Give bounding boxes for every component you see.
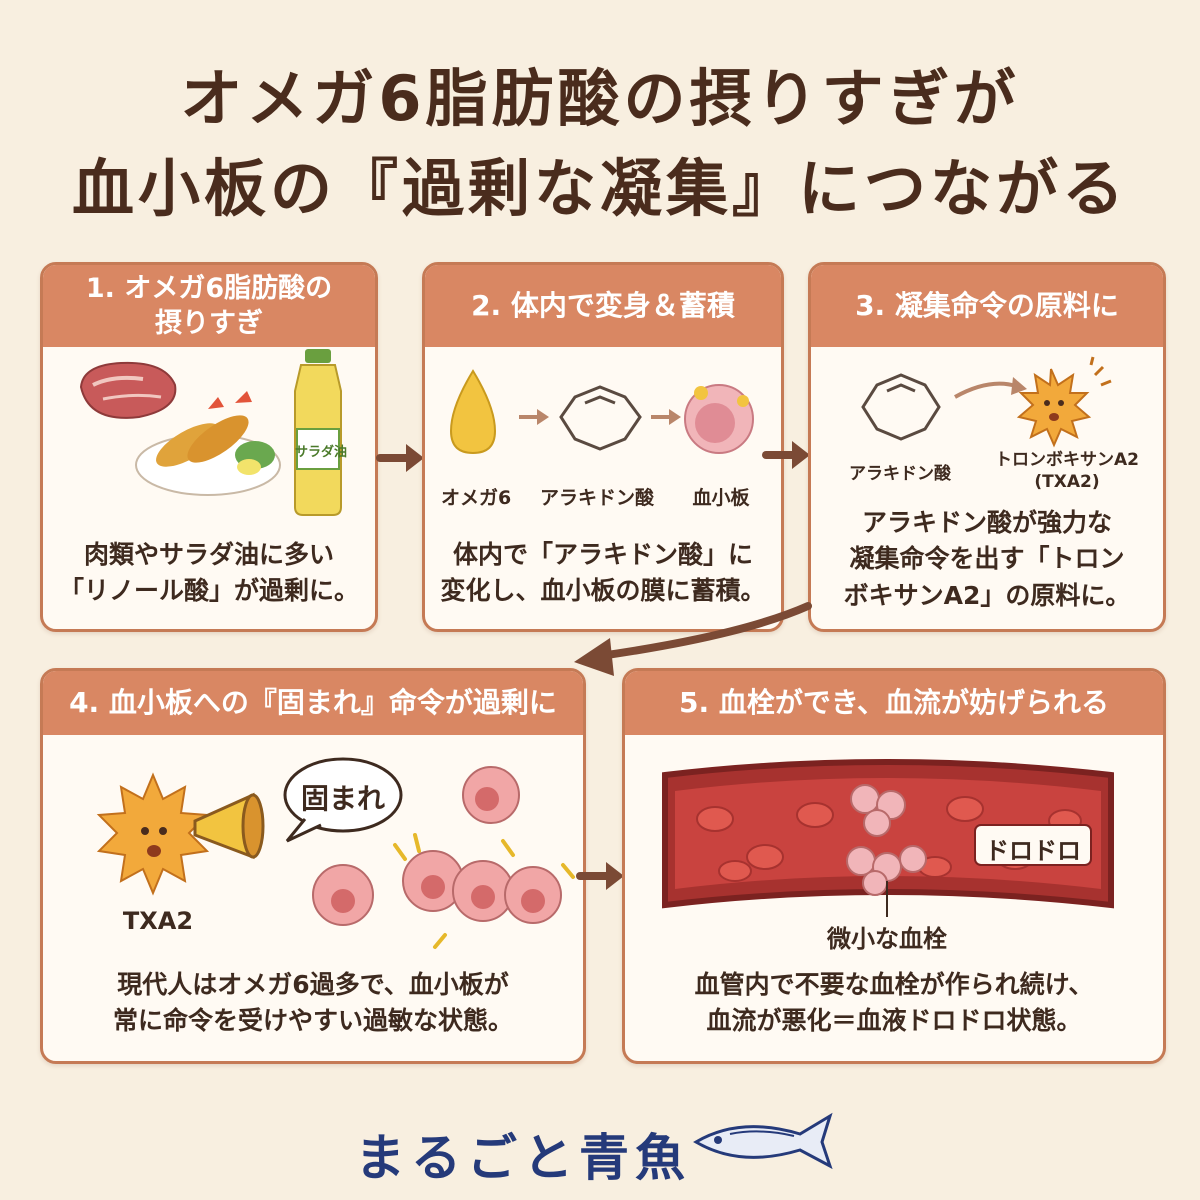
conversion-illustration — [449, 369, 754, 455]
label-platelet: 血小板 — [692, 487, 750, 509]
label-micro-clot: 微小な血栓 — [827, 925, 947, 953]
brand-logo: まるごと青魚 — [355, 1128, 691, 1187]
step-4-heading: 4. 血小板への『固まれ』命令が過剰に — [43, 671, 583, 735]
step-card-1: 1. オメガ6脂肪酸の 摂りすぎ — [40, 262, 378, 632]
label-arachidonic-acid: アラキドン酸 — [849, 464, 951, 484]
step-2-heading: 2. 体内で変身＆蓄積 — [425, 265, 781, 347]
step-1-heading: 1. オメガ6脂肪酸の 摂りすぎ — [43, 265, 375, 347]
step-card-5: 5. 血栓ができ、血流が妨げられる — [622, 668, 1166, 1064]
step-card-3: 3. 凝集命令の原料に アラキドン酸 トロンボキサンA2 (TXA2) アラキド… — [808, 262, 1166, 632]
step-4-caption: 現代人はオメガ6過多で、血小板が 常に命令を受けやすい過敏な状態。 — [112, 970, 513, 1036]
curved-arrow-icon — [574, 602, 812, 676]
step-card-4: 4. 血小板への『固まれ』命令が過剰に — [40, 668, 586, 1064]
label-sticky-blood: ドロドロ — [985, 837, 1081, 865]
step-2-caption: 体内で「アラキドン酸」に 変化し、血小板の膜に蓄積。 — [440, 540, 766, 606]
blood-vessel-illustration — [662, 759, 1114, 917]
label-arachidonic-acid: アラキドン酸 — [539, 487, 654, 509]
arrow-right-icon — [762, 441, 810, 469]
oil-drop-icon — [449, 369, 497, 455]
txa2-spiky-icon — [96, 772, 210, 896]
page-title-line1: オメガ6脂肪酸の摂りすぎが — [180, 62, 1020, 135]
step-card-2: 2. 体内で変身＆蓄積 オメガ6 アラキドン酸 血小板 体内で「アラキドン酸」に… — [422, 262, 784, 632]
txa2-spiky-icon — [1016, 356, 1112, 448]
fish-icon — [693, 1112, 833, 1170]
label-omega6: オメガ6 — [441, 487, 512, 509]
speech-text: 固まれ — [300, 782, 385, 815]
page-title-line2: 血小板の『過剰な凝集』につながる — [71, 152, 1128, 225]
txa2-illustration — [861, 356, 1112, 448]
speech-bubble — [283, 757, 403, 843]
platelet-icon — [684, 384, 754, 454]
arrow-right-icon — [376, 444, 424, 472]
command-illustration — [96, 757, 575, 949]
megaphone-icon — [193, 792, 265, 860]
step-3-heading: 3. 凝集命令の原料に — [811, 265, 1163, 347]
label-txa2: TXA2 — [122, 907, 194, 935]
fried-shrimp-icon — [135, 391, 281, 496]
step-5-heading: 5. 血栓ができ、血流が妨げられる — [625, 671, 1163, 735]
label-thromboxane-a2: トロンボキサンA2 (TXA2) — [995, 450, 1139, 493]
clot-platelets — [846, 784, 927, 896]
bottle-label: サラダ油 — [295, 445, 348, 460]
step-3-caption: アラキドン酸が強力な 凝集命令を出す「トロン ボキサンA2」の原料に。 — [843, 508, 1131, 610]
meat-icon — [79, 361, 177, 419]
arachidonic-acid-structure-icon — [559, 385, 642, 451]
arrow-right-icon — [576, 862, 624, 890]
food-illustration — [79, 349, 342, 516]
step-5-caption: 血管内で不要な血栓が作られ続け、 血流が悪化＝血液ドロドロ状態。 — [694, 970, 1094, 1036]
salad-oil-bottle-icon — [294, 349, 342, 516]
step-1-caption: 肉類やサラダ油に多い 「リノール酸」が過剰に。 — [58, 540, 359, 606]
arachidonic-acid-structure-icon — [861, 373, 941, 441]
